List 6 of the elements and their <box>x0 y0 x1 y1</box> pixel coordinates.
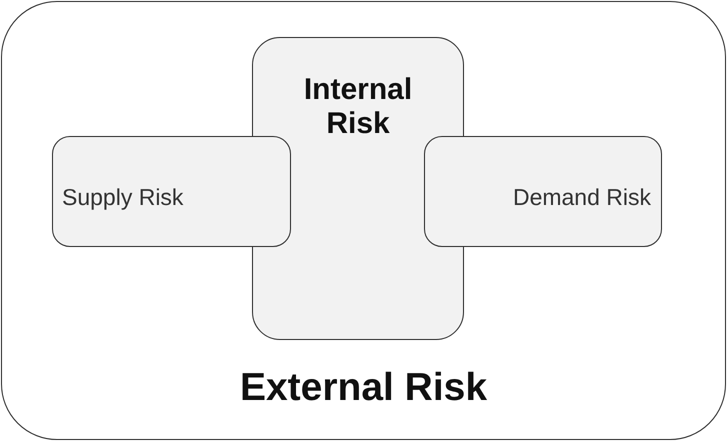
box-heading: Internal Risk <box>302 73 414 141</box>
rounded-box <box>424 136 662 247</box>
box-label: Supply Risk <box>62 182 184 210</box>
box-label: Demand Risk <box>512 182 651 210</box>
outer-box-title: External Risk <box>238 365 488 411</box>
rounded-box <box>52 136 291 247</box>
